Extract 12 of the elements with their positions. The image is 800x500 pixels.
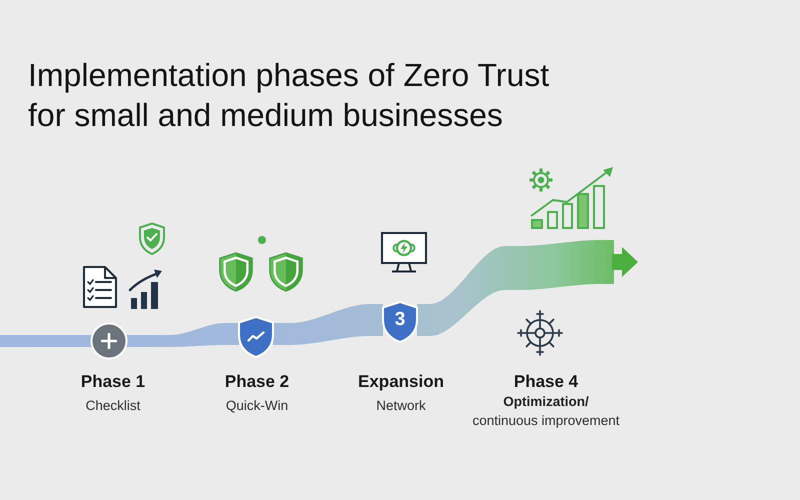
phase-description: Checklist [86,397,140,415]
phase-title: Phase 2 [224,371,290,393]
phase-description: Quick-Win [226,397,288,415]
phase-description: Network [376,397,426,415]
progress-arrow [415,240,638,336]
phase-title: Phase 4 [514,371,578,393]
phase-description: Optimization/ [503,393,589,411]
phase-description: continuous improvement [472,412,620,430]
step-number: 3 [394,309,406,331]
phase-title: Expansion [358,371,444,393]
title: Implementation phases of Zero Trust for small and medium businesses [28,56,550,135]
phase-title: Phase 1 [80,371,146,393]
